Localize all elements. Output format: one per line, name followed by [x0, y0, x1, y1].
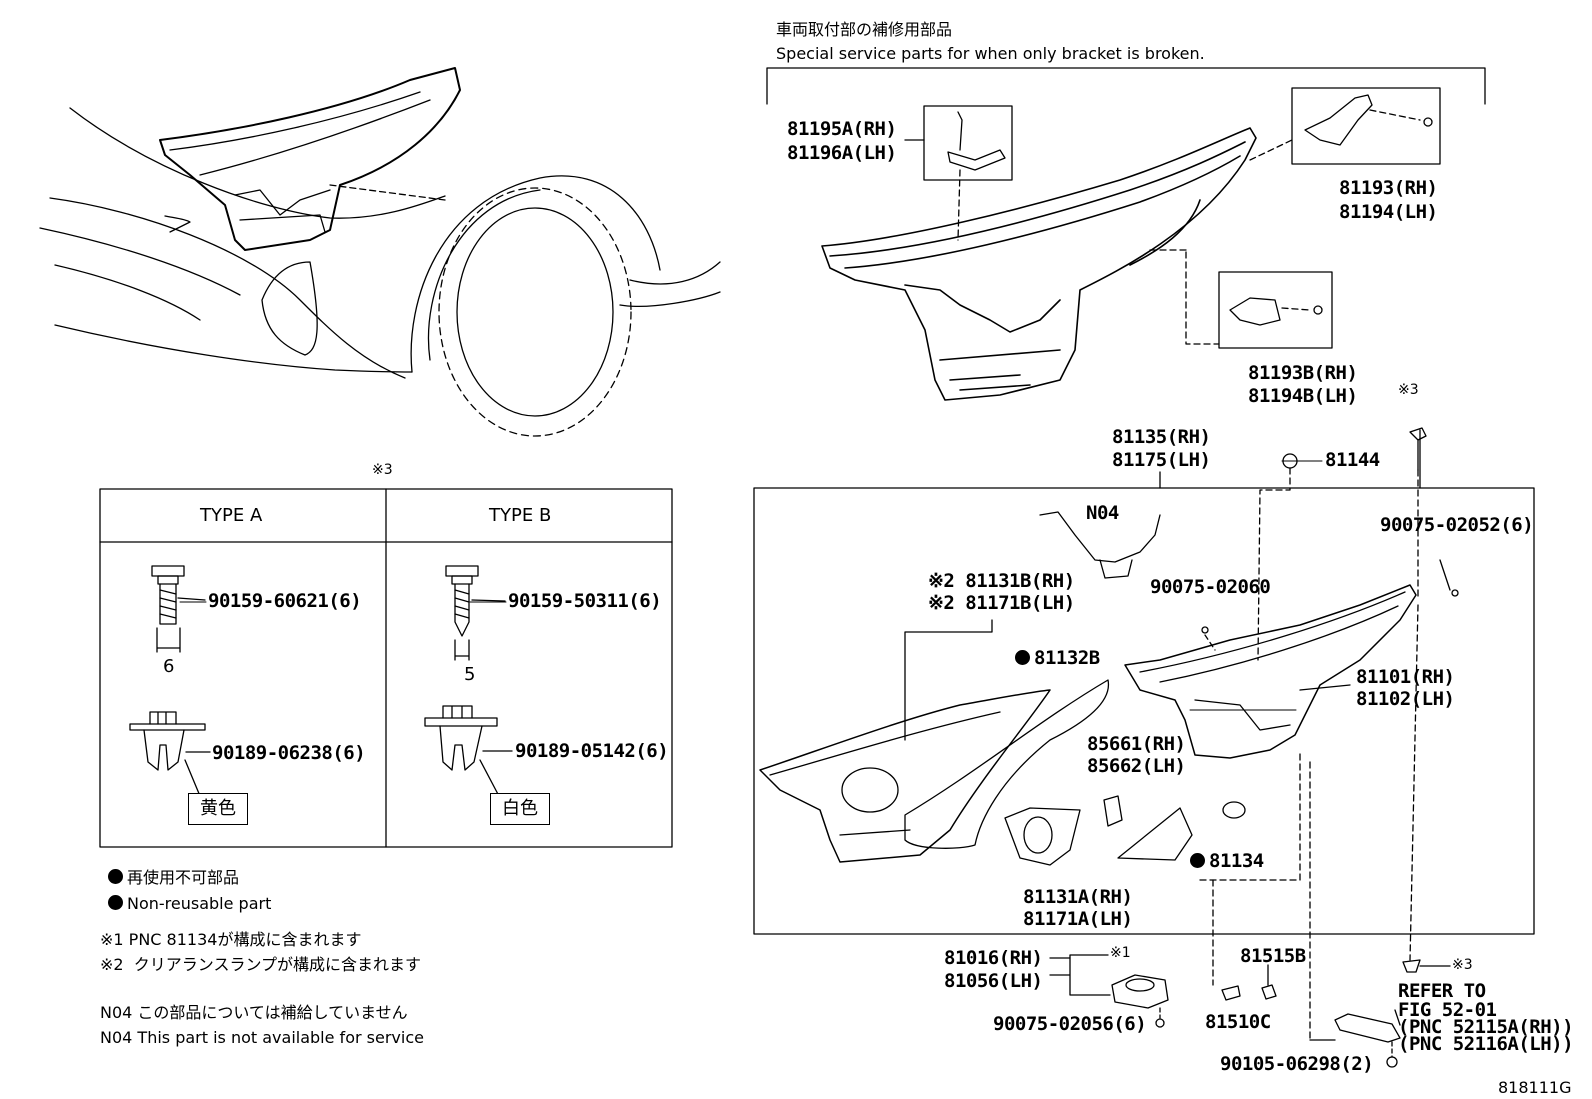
part-81194[interactable]: 81194(LH) — [1339, 201, 1438, 223]
part-90075-02060[interactable]: 90075-02060 — [1150, 576, 1271, 598]
part-81193b[interactable]: 81193B(RH) — [1248, 362, 1358, 384]
note-n04-en: N04 This part is not available for servi… — [100, 1028, 424, 1047]
type-a-bolt-dimension: 6 — [163, 656, 175, 677]
part-81515b[interactable]: 81515B — [1240, 945, 1306, 967]
service-parts-title-en: Special service parts for when only brac… — [776, 44, 1205, 63]
refer-to-line1[interactable]: REFER TO — [1398, 980, 1486, 1002]
callout-leader-lines — [179, 460, 1323, 711]
type-b-bolt-dimension: 5 — [464, 664, 476, 685]
legend-nonreusable-en: Non-reusable part — [108, 895, 271, 912]
type-b-clip-drawing — [424, 705, 513, 799]
type-b-color-label: 白色 — [490, 793, 550, 825]
refer-to-pnc-lh[interactable]: (PNC 52116A(LH)) — [1398, 1033, 1574, 1055]
table-mark-3: ※3 — [372, 462, 393, 478]
mark-3-bottom: ※3 — [1452, 957, 1473, 973]
legend-nonreusable-jp: 再使用不可部品 — [108, 869, 239, 886]
part-81016[interactable]: 81016(RH) — [944, 947, 1043, 969]
part-81193[interactable]: 81193(RH) — [1339, 177, 1438, 199]
part-81132b[interactable]: 81132B — [1015, 649, 1100, 668]
part-81175[interactable]: 81175(LH) — [1112, 449, 1211, 471]
type-a-bolt-drawing — [151, 565, 206, 653]
part-85662[interactable]: 85662(LH) — [1087, 755, 1186, 777]
part-90105-06298[interactable]: 90105-06298(2) — [1220, 1053, 1374, 1075]
part-81196a[interactable]: 81196A(LH) — [787, 142, 897, 164]
part-81056[interactable]: 81056(LH) — [944, 970, 1043, 992]
part-81102[interactable]: 81102(LH) — [1356, 688, 1455, 710]
vehicle-front-corner-illustration — [39, 67, 721, 437]
service-parts-title-jp: 車両取付部の補修用部品 — [776, 20, 953, 39]
figure-id: 818111G — [1498, 1078, 1572, 1097]
refer-to-line2[interactable]: FIG 52-01 — [1398, 999, 1497, 1021]
note-2: ※2 クリアランスランプが構成に含まれます — [100, 955, 421, 974]
part-81194b[interactable]: 81194B(LH) — [1248, 385, 1358, 407]
part-n04-wire[interactable]: N04 — [1086, 502, 1119, 524]
fastener-type-table — [99, 488, 673, 848]
part-81134[interactable]: 81134 — [1190, 852, 1264, 871]
lower-service-parts-drawing — [1049, 761, 1451, 1068]
type-a-header: TYPE A — [200, 505, 263, 526]
part-81195a[interactable]: 81195A(RH) — [787, 118, 897, 140]
refer-to-pnc-rh[interactable]: (PNC 52115A(RH)) — [1398, 1016, 1574, 1038]
headlamp-housing-upper-drawing — [821, 127, 1257, 401]
mark-1: ※1 — [1110, 945, 1131, 961]
note-n04-jp: N04 この部品については補給していません — [100, 1003, 408, 1022]
part-81510c[interactable]: 81510C — [1205, 1011, 1271, 1033]
part-90189-05142[interactable]: 90189-05142(6) — [515, 740, 669, 762]
part-90075-02052[interactable]: 90075-02052(6) — [1380, 514, 1534, 536]
part-90159-50311[interactable]: 90159-50311(6) — [508, 590, 662, 612]
part-81131a[interactable]: 81131A(RH) — [1023, 886, 1133, 908]
mark-3-top: ※3 — [1398, 382, 1419, 398]
part-90159-60621[interactable]: 90159-60621(6) — [208, 590, 362, 612]
part-81131b[interactable]: ※2 81131B(RH) — [928, 570, 1075, 592]
part-81171b[interactable]: ※2 81171B(LH) — [928, 592, 1075, 614]
part-81135[interactable]: 81135(RH) — [1112, 426, 1211, 448]
special-service-bracket-frame — [766, 67, 1486, 349]
type-b-bolt-drawing — [445, 565, 506, 661]
part-90189-06238[interactable]: 90189-06238(6) — [212, 742, 366, 764]
part-90075-02056[interactable]: 90075-02056(6) — [993, 1013, 1147, 1035]
part-81101[interactable]: 81101(RH) — [1356, 666, 1455, 688]
part-81171a[interactable]: 81171A(LH) — [1023, 908, 1133, 930]
note-1: ※1 PNC 81134が構成に含まれます — [100, 930, 362, 949]
type-b-header: TYPE B — [489, 505, 552, 526]
type-a-color-label: 黄色 — [188, 793, 248, 825]
headlamp-exploded-parts-drawing — [759, 427, 1459, 986]
part-85661[interactable]: 85661(RH) — [1087, 733, 1186, 755]
part-81144[interactable]: 81144 — [1325, 449, 1380, 471]
